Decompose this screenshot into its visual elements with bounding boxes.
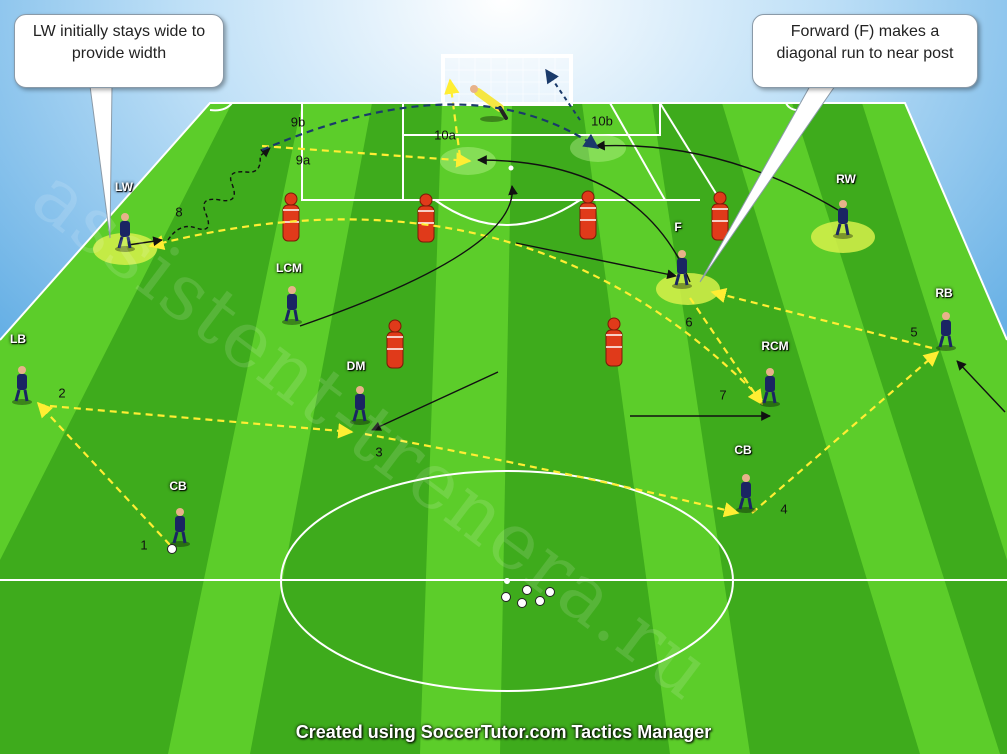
players	[12, 200, 956, 547]
label-lw: LW	[115, 180, 133, 194]
player-lcm	[282, 286, 302, 325]
mannequin	[386, 319, 404, 369]
mannequin	[579, 190, 597, 240]
mannequin	[711, 191, 729, 241]
ball	[535, 596, 545, 606]
pass-6	[689, 297, 763, 406]
cross-9b	[261, 103, 600, 152]
ball	[522, 585, 532, 595]
seq-8: 8	[175, 204, 183, 220]
mannequins	[282, 190, 729, 369]
run-lcm	[299, 185, 518, 327]
runs	[127, 140, 1006, 431]
zone-lw	[93, 233, 157, 265]
label-rcm: RCM	[761, 339, 789, 353]
label-rb: RB	[935, 286, 953, 300]
player-lb	[12, 366, 32, 405]
run-dm	[371, 371, 499, 431]
run-lw	[127, 236, 163, 247]
callout-right: Forward (F) makes a diagonal run to near…	[752, 14, 978, 88]
mannequin	[417, 193, 435, 243]
shot-10b	[545, 68, 581, 121]
label-cb-left: CB	[169, 479, 187, 493]
label-cb-right: CB	[734, 443, 752, 457]
seq-3: 3	[375, 444, 383, 460]
seq-10b: 10b	[591, 113, 613, 129]
ball	[167, 544, 177, 554]
label-dm: DM	[346, 359, 366, 373]
balls	[167, 544, 555, 608]
mannequin	[605, 317, 623, 367]
passes	[36, 78, 940, 546]
seq-4: 4	[780, 501, 788, 517]
seq-6: 6	[685, 314, 693, 330]
dribble-8	[167, 147, 271, 241]
callout-left: LW initially stays wide to provide width	[14, 14, 224, 88]
label-rw: RW	[836, 172, 856, 186]
run-f-goal	[477, 155, 691, 283]
pass-9a	[261, 144, 472, 168]
run-rb	[956, 360, 1006, 413]
player-cb-right	[736, 474, 756, 513]
player-dm	[350, 386, 370, 425]
zone-f	[656, 273, 720, 305]
mannequin-stripes	[283, 207, 728, 350]
label-lcm: LCM	[276, 261, 302, 275]
player-rb	[936, 312, 956, 351]
label-f: F	[674, 220, 682, 234]
mannequin	[282, 192, 300, 242]
run-rw	[595, 140, 839, 211]
ball	[517, 598, 527, 608]
player-rcm	[760, 368, 780, 407]
pitch-lines	[0, 102, 1007, 692]
label-lb: LB	[10, 332, 26, 346]
pass-1	[36, 401, 171, 546]
seq-9a: 9a	[295, 152, 311, 168]
pass-4	[751, 350, 940, 514]
seq-9b: 9b	[290, 114, 306, 130]
zone-rw	[811, 221, 875, 253]
run-f	[515, 242, 677, 280]
pass-5	[710, 287, 933, 350]
ball	[501, 592, 511, 602]
seq-2: 2	[58, 385, 66, 401]
player-f	[672, 250, 692, 289]
pass-10a	[444, 78, 462, 158]
pass-2	[37, 403, 354, 439]
footer-credit: Created using SoccerTutor.com Tactics Ma…	[295, 722, 712, 742]
pitch-surface	[0, 103, 1007, 754]
seq-1: 1	[140, 537, 148, 553]
ball	[545, 587, 555, 597]
seq-10a: 10a	[434, 127, 456, 143]
player-rw	[833, 200, 853, 239]
pass-3	[364, 432, 740, 518]
player-lw	[115, 213, 135, 252]
player-cb-left	[170, 508, 190, 547]
seq-5: 5	[910, 324, 918, 340]
seq-7: 7	[719, 387, 727, 403]
